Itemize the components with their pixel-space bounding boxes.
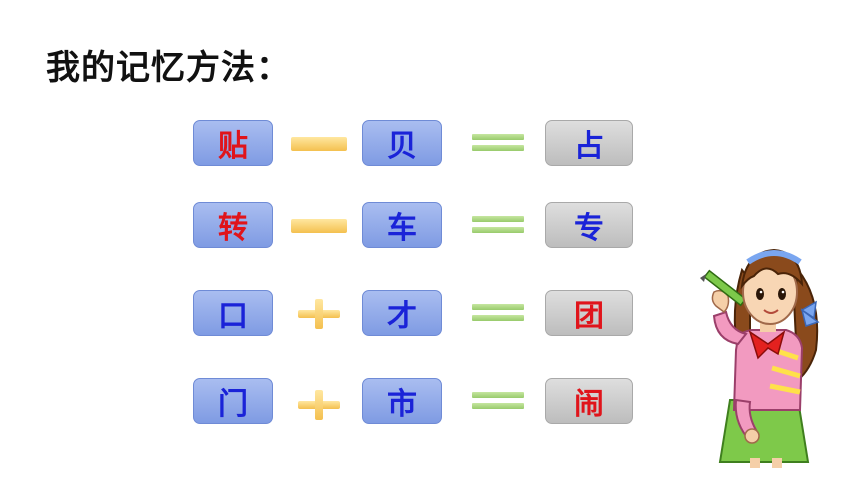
row4-second-char-box: 市 [362,378,442,424]
row1-result-char: 占 [574,129,604,164]
row2-first-char-box: 转 [193,202,273,248]
plus-sign [298,390,340,420]
equals-sign [472,134,524,154]
minus-sign [291,219,347,233]
row4-second-char: 市 [387,387,417,422]
plus-sign [298,299,340,329]
row1-first-char: 贴 [218,129,248,164]
row4-result-box: 闹 [545,378,633,424]
girl-illustration [700,248,820,468]
scarf-shape [748,330,786,360]
row2-second-char-box: 车 [362,202,442,248]
row4-result-char: 闹 [574,387,604,422]
pencil-icon [700,269,747,307]
row2-second-char: 车 [387,211,417,246]
equals-sign [472,392,524,412]
equals-sign [472,216,524,236]
row3-result-box: 团 [545,290,633,336]
row2-result-char: 专 [574,211,604,246]
row4-first-char-box: 门 [193,378,273,424]
row3-result-char: 团 [574,299,604,334]
row1-result-box: 占 [545,120,633,166]
minus-sign [291,137,347,151]
row4-first-char: 门 [218,387,248,422]
shirt-shape [732,329,804,411]
row1-second-char: 贝 [387,129,417,164]
row1-first-char-box: 贴 [193,120,273,166]
row1-second-char-box: 贝 [362,120,442,166]
row3-first-char: 口 [218,299,248,334]
row3-first-char-box: 口 [193,290,273,336]
row3-second-char: 才 [387,299,417,334]
row2-result-box: 专 [545,202,633,248]
equals-sign [472,304,524,324]
row3-second-char-box: 才 [362,290,442,336]
row2-first-char: 转 [218,211,248,246]
page-title: 我的记忆方法： [46,48,291,88]
